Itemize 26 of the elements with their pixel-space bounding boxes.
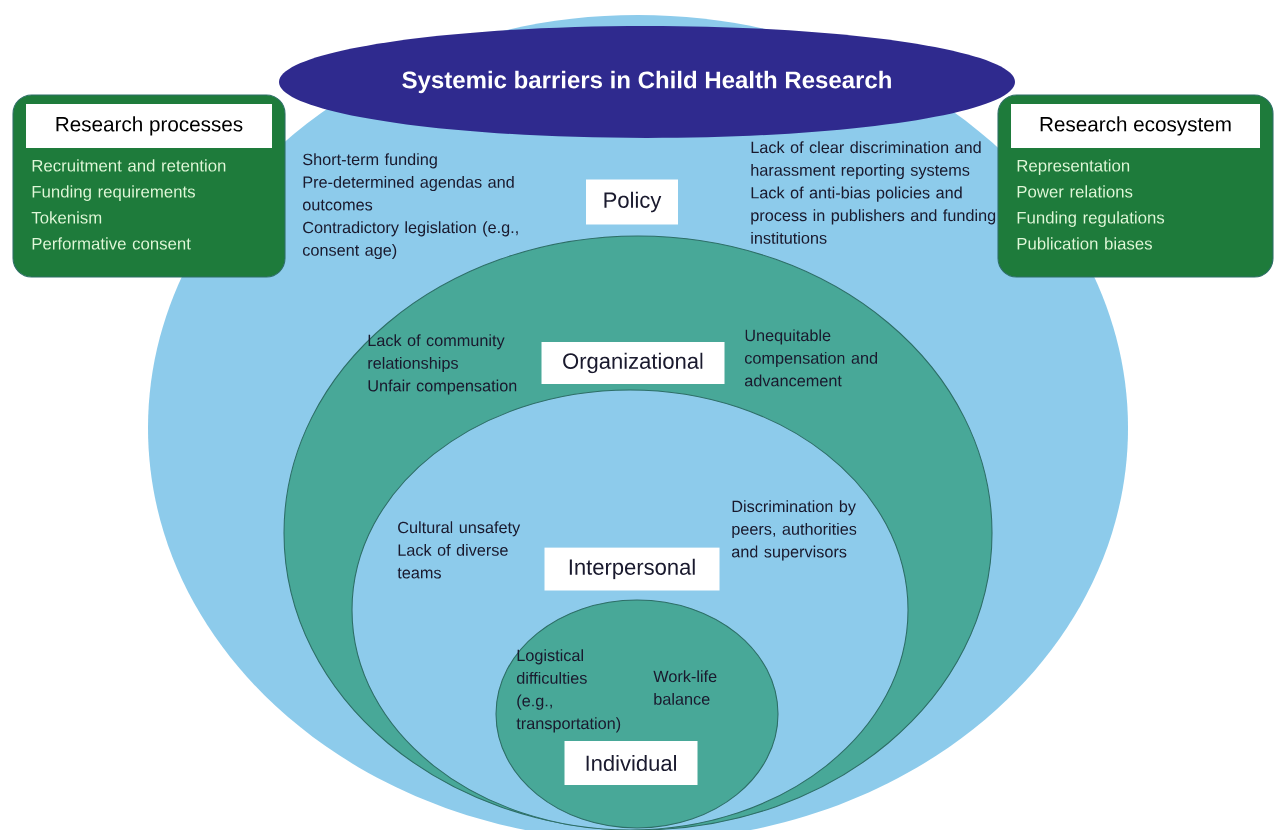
node-label: Tokenism <box>31 211 102 224</box>
panel-heading: Research processes <box>26 104 272 148</box>
category-panel <box>997 94 1274 278</box>
node-label: Funding requirements <box>32 185 195 201</box>
barrier-list: Lack of community relationships Unfair compensation <box>368 334 517 395</box>
barrier-list: Unequitable compensation and advancement <box>744 329 878 387</box>
level-label: Organizational <box>541 342 725 384</box>
barrier-list: Short-term funding Pre-determined agendas and outcomes Contradictory legislation (e.g., consent age) <box>302 153 518 260</box>
barrier-list: Discrimination by peers, authorities and supervisors <box>731 500 857 561</box>
barrier-list: Lack of clear discrimination and harassment reporting systems Lack of anti-bias policies and process in publishers and funding institutions <box>751 141 996 244</box>
barrier-list: Representation Power relations Funding regulations Publication biases <box>1017 159 1165 250</box>
node-label: Power relations <box>1017 185 1133 198</box>
panel-heading: Research ecosystem <box>1011 104 1260 148</box>
node-label: Funding regulations <box>1017 211 1165 227</box>
node-label: Performative consent <box>32 237 191 250</box>
node-label: Publication biases <box>1017 237 1152 250</box>
node-label: Representation <box>1017 159 1130 175</box>
barrier-list: Cultural unsafety Lack of diverse teams <box>397 521 521 579</box>
barrier-list: Work-life balance <box>653 670 717 705</box>
barrier-list: Recruitment and retention Funding requirements Tokenism Performative consent <box>31 159 226 250</box>
barrier-list: Logistical difficulties (e.g., transportation) <box>516 649 621 733</box>
node-label: Recruitment and retention <box>32 159 226 172</box>
level-label: Individual <box>564 741 698 785</box>
category-panel <box>12 94 286 278</box>
level-label: Policy <box>586 179 678 225</box>
level-label: Interpersonal <box>544 547 720 591</box>
